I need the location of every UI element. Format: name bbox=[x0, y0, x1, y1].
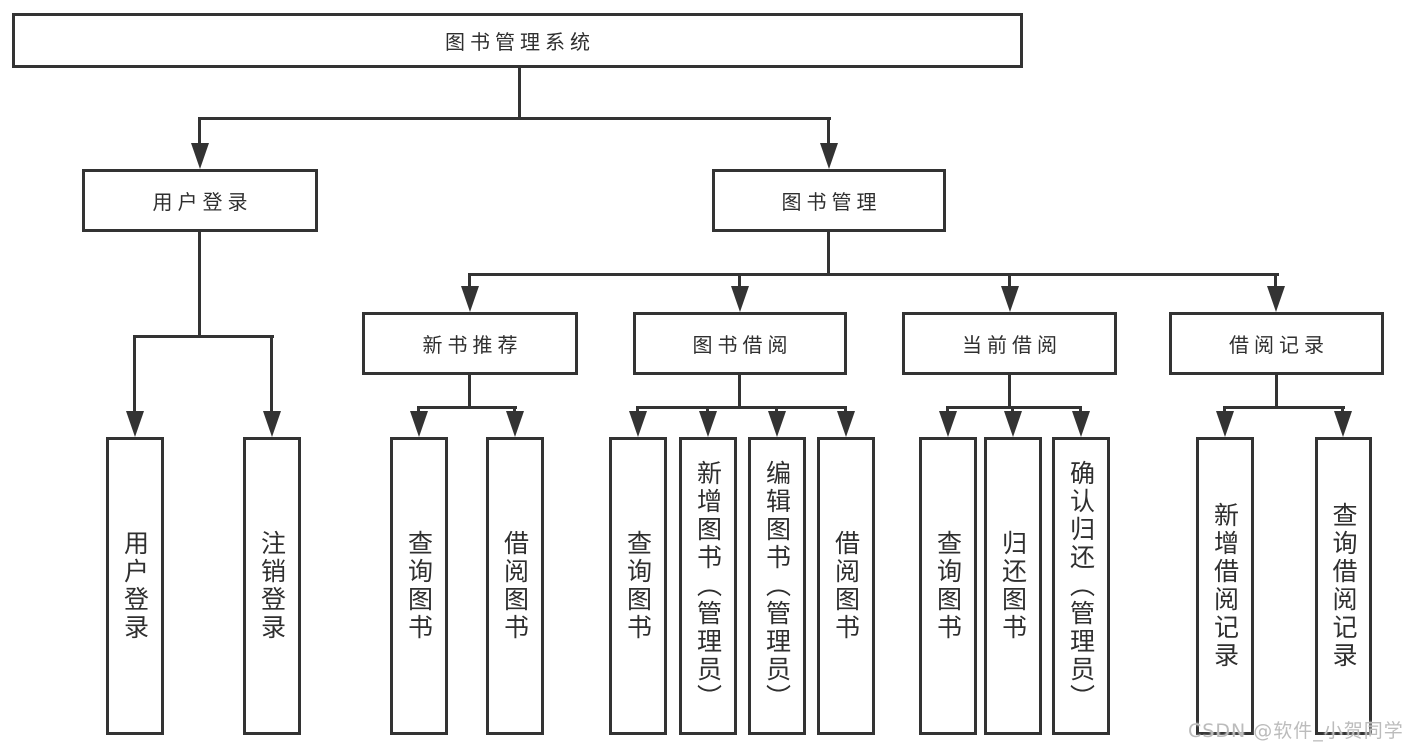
connector-line bbox=[1079, 406, 1082, 411]
connector-line bbox=[1223, 406, 1345, 409]
connector-line bbox=[946, 406, 949, 411]
connector-line bbox=[518, 68, 521, 117]
leaf-user-login: 用户登录 bbox=[106, 437, 164, 735]
leaf-edit-book-admin: 编辑图书（管理员） bbox=[748, 437, 806, 735]
leaf-query-borrow-record: 查询借阅记录 bbox=[1315, 437, 1372, 735]
node-root: 图书管理系统 bbox=[12, 13, 1023, 68]
leaf-add-borrow-record: 新增借阅记录 bbox=[1196, 437, 1254, 735]
leaf-query-book-recommend: 查询图书 bbox=[390, 437, 448, 735]
node-book-borrow: 图书借阅 bbox=[633, 312, 847, 375]
arrowhead-icon bbox=[699, 411, 717, 437]
arrowhead-icon bbox=[768, 411, 786, 437]
node-user-login: 用户登录 bbox=[82, 169, 318, 232]
connector-line bbox=[133, 335, 136, 411]
connector-line bbox=[738, 273, 741, 286]
connector-line bbox=[468, 273, 471, 286]
connector-line bbox=[706, 406, 709, 411]
connector-line bbox=[827, 232, 830, 273]
connector-line bbox=[198, 117, 201, 143]
arrowhead-icon bbox=[191, 143, 209, 169]
leaf-return-book: 归还图书 bbox=[984, 437, 1042, 735]
node-book-management: 图书管理 bbox=[712, 169, 946, 232]
connector-line bbox=[1275, 375, 1278, 406]
arrowhead-icon bbox=[837, 411, 855, 437]
arrowhead-icon bbox=[1267, 286, 1285, 312]
connector-line bbox=[1223, 406, 1226, 411]
connector-line bbox=[946, 406, 1082, 409]
arrowhead-icon bbox=[820, 143, 838, 169]
connector-line bbox=[417, 406, 517, 409]
arrowhead-icon bbox=[1334, 411, 1352, 437]
connector-line bbox=[198, 117, 831, 120]
arrowhead-icon bbox=[461, 286, 479, 312]
arrowhead-icon bbox=[1216, 411, 1234, 437]
connector-line bbox=[1011, 406, 1014, 411]
arrowhead-icon bbox=[506, 411, 524, 437]
connector-line bbox=[1008, 375, 1011, 406]
node-new-book-recommend: 新书推荐 bbox=[362, 312, 578, 375]
leaf-logout: 注销登录 bbox=[243, 437, 301, 735]
connector-line bbox=[417, 406, 420, 411]
connector-line bbox=[844, 406, 847, 411]
arrowhead-icon bbox=[939, 411, 957, 437]
leaf-borrow-book: 借阅图书 bbox=[817, 437, 875, 735]
connector-line bbox=[468, 375, 471, 406]
connector-line bbox=[636, 406, 847, 409]
arrowhead-icon bbox=[410, 411, 428, 437]
leaf-query-book-current: 查询图书 bbox=[919, 437, 977, 735]
leaf-borrow-book-recommend: 借阅图书 bbox=[486, 437, 544, 735]
arrowhead-icon bbox=[1001, 286, 1019, 312]
arrowhead-icon bbox=[629, 411, 647, 437]
leaf-add-book-admin: 新增图书（管理员） bbox=[679, 437, 737, 735]
leaf-query-book-borrow: 查询图书 bbox=[609, 437, 667, 735]
connector-line bbox=[513, 406, 516, 411]
connector-line bbox=[1008, 273, 1011, 286]
connector-line bbox=[738, 375, 741, 406]
arrowhead-icon bbox=[263, 411, 281, 437]
connector-line bbox=[468, 273, 1279, 276]
connector-line bbox=[1274, 273, 1277, 286]
connector-line bbox=[827, 117, 830, 143]
connector-line bbox=[198, 232, 201, 335]
node-borrow-records: 借阅记录 bbox=[1169, 312, 1384, 375]
arrowhead-icon bbox=[1004, 411, 1022, 437]
arrowhead-icon bbox=[731, 286, 749, 312]
connector-line bbox=[133, 335, 274, 338]
connector-line bbox=[1341, 406, 1344, 411]
connector-line bbox=[270, 335, 273, 411]
node-current-borrow: 当前借阅 bbox=[902, 312, 1117, 375]
connector-line bbox=[775, 406, 778, 411]
arrowhead-icon bbox=[126, 411, 144, 437]
connector-line bbox=[636, 406, 639, 411]
watermark: CSDN @软件_小贺同学 bbox=[1188, 720, 1404, 742]
arrowhead-icon bbox=[1072, 411, 1090, 437]
leaf-confirm-return-admin: 确认归还（管理员） bbox=[1052, 437, 1110, 735]
